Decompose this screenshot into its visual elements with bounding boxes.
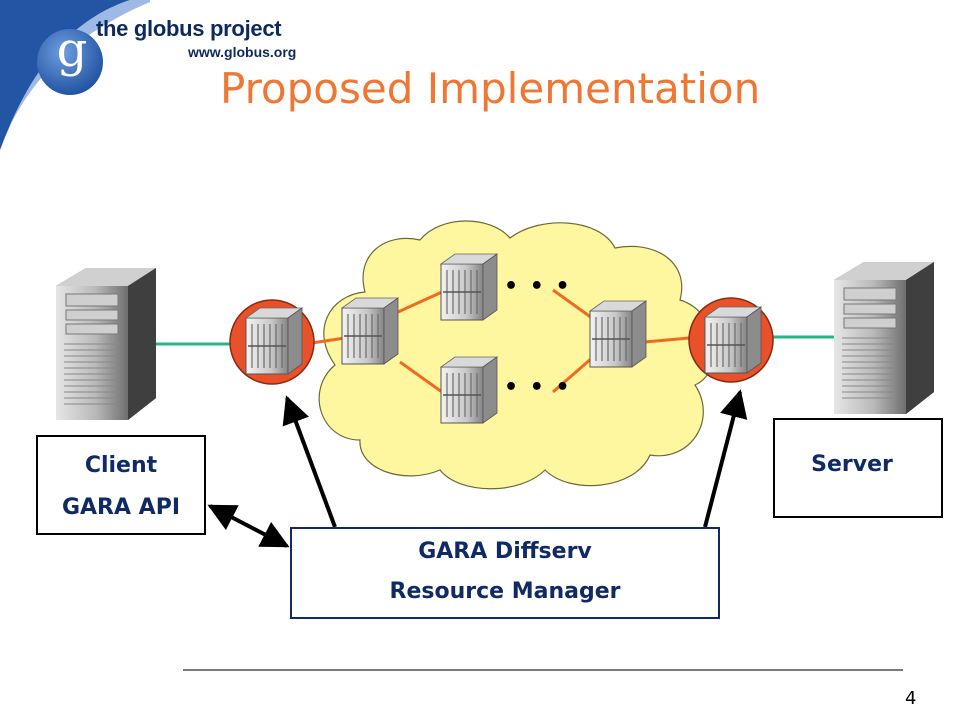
- page-title: Proposed Implementation: [220, 64, 761, 113]
- ellipsis-bottom: • • •: [504, 375, 572, 400]
- server-label: Server: [811, 452, 893, 477]
- gara-line1: GARA Diffserv: [418, 539, 592, 564]
- router-icon: [589, 300, 647, 368]
- logo-globe-icon: [37, 29, 103, 95]
- router-icon: [245, 307, 303, 375]
- logo-letter: g: [56, 22, 88, 78]
- client-label: Client: [84, 453, 158, 478]
- arrow-to-ingress: [282, 395, 337, 528]
- router-icon: [440, 356, 498, 424]
- client-api-label: GARA API: [61, 495, 181, 520]
- client-computer-icon: [55, 267, 157, 421]
- logo-swoosh: [0, 0, 130, 150]
- gara-line2: Resource Manager: [389, 579, 621, 604]
- arrow-client-gara: [207, 504, 290, 548]
- gara-resource-manager-box: GARA Diffserv Resource Manager: [290, 527, 720, 619]
- logo-url: www.globus.org: [188, 44, 297, 60]
- server-computer-icon: [833, 261, 935, 415]
- logo-name: the globus project: [96, 16, 282, 41]
- client-box: Client GARA API: [36, 435, 206, 535]
- page-number: 4: [905, 688, 917, 709]
- arrow-to-egress: [703, 389, 748, 528]
- router-icon: [341, 297, 399, 365]
- ellipsis-top: • • •: [504, 274, 572, 299]
- router-icon: [704, 306, 762, 374]
- server-box: Server: [773, 418, 943, 518]
- router-icon: [440, 253, 498, 321]
